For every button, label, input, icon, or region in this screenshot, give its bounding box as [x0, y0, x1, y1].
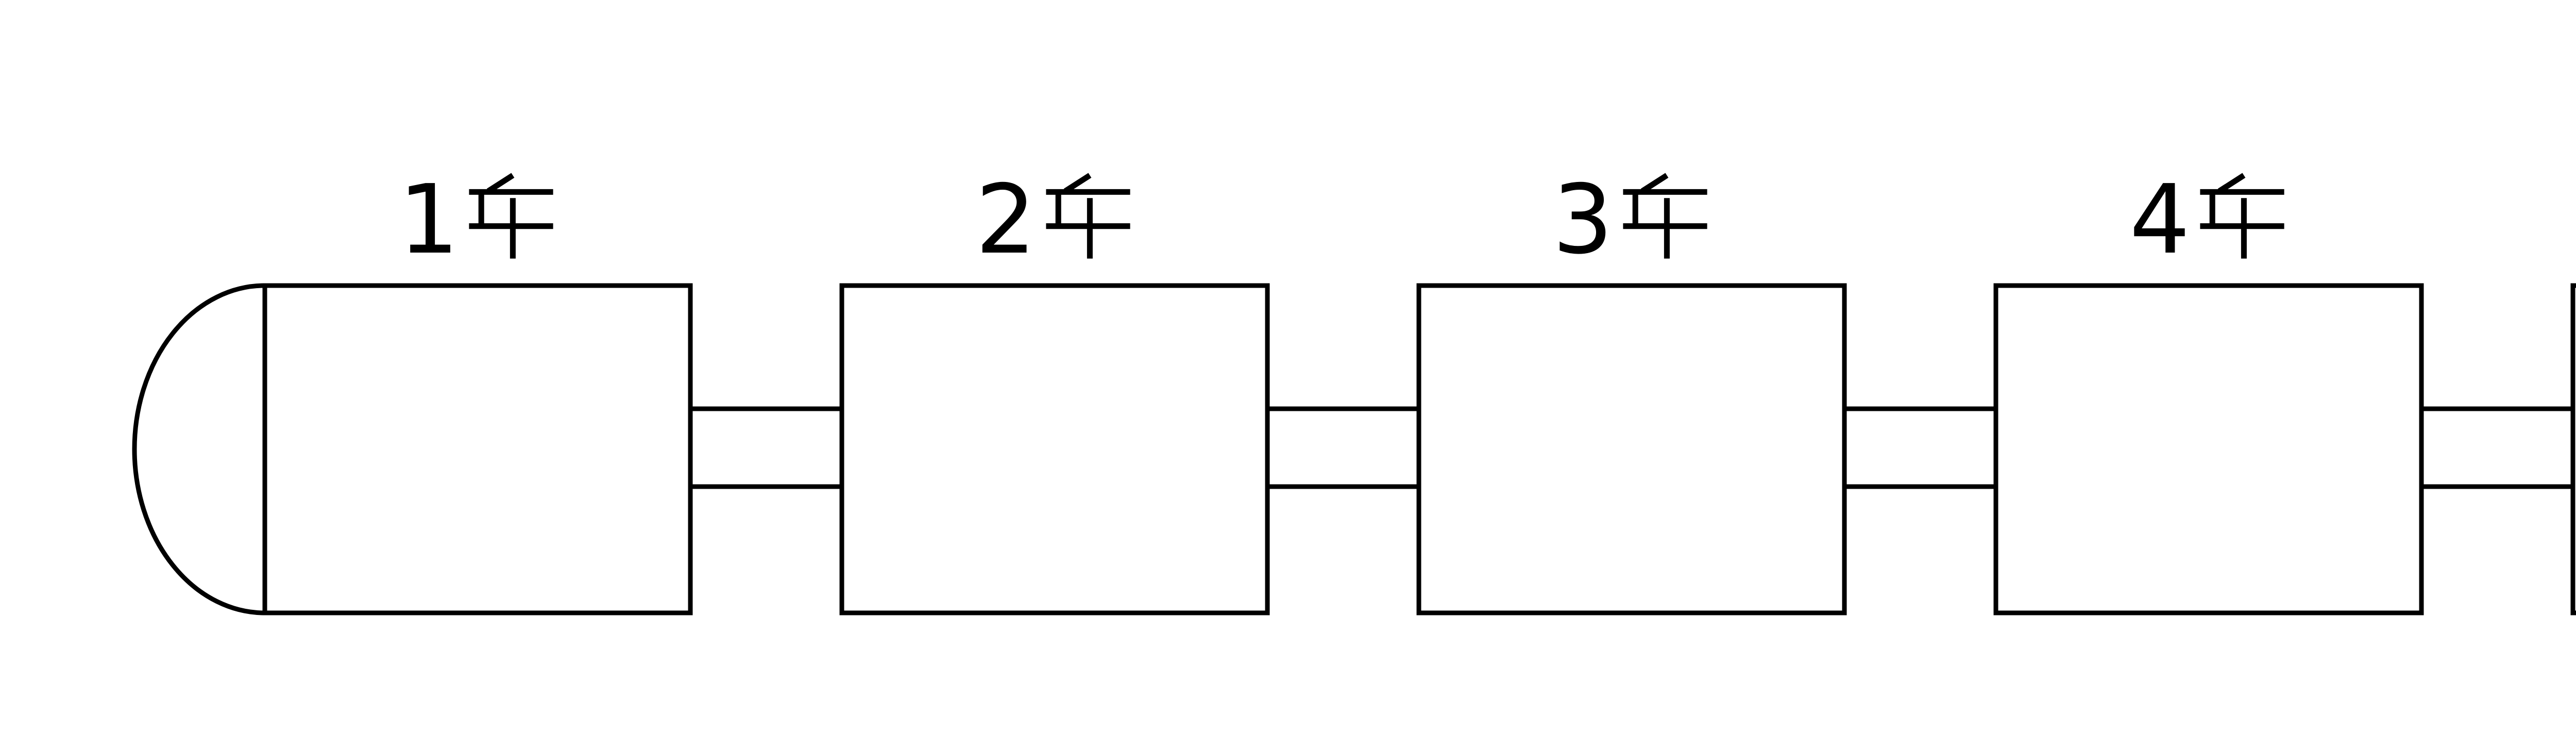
car-body: [262, 283, 693, 615]
che-character-glyph: [469, 173, 553, 259]
car-number-text: 4: [2129, 164, 2190, 275]
train-car-4: 4: [1993, 164, 2424, 615]
coupler-1-2: [690, 406, 842, 489]
coupler-3-4: [1844, 406, 1996, 489]
car-number-text: 2: [975, 164, 1036, 275]
train-car-5: 5: [2570, 283, 2576, 615]
car-body: [1993, 283, 2424, 615]
train-car-3: 3: [1416, 164, 1847, 615]
car-body: [2570, 283, 2576, 615]
car-front-nose: [132, 283, 265, 615]
che-character-glyph: [1623, 173, 1707, 259]
car-label: 2: [975, 164, 1130, 275]
car-body: [839, 283, 1270, 615]
car-label: 4: [2129, 164, 2284, 275]
coupler-2-3: [1267, 406, 1419, 489]
che-character-glyph: [2200, 173, 2284, 259]
car-body: [1416, 283, 1847, 615]
train-car-1: 1: [132, 164, 693, 615]
car-number-text: 1: [398, 164, 459, 275]
train-car-2: 2: [839, 164, 1270, 615]
car-label: 3: [1552, 164, 1707, 275]
che-character-glyph: [1046, 173, 1130, 259]
car-number-text: 3: [1552, 164, 1613, 275]
car-label: 1: [398, 164, 553, 275]
coupler-4-5: [2421, 406, 2573, 489]
